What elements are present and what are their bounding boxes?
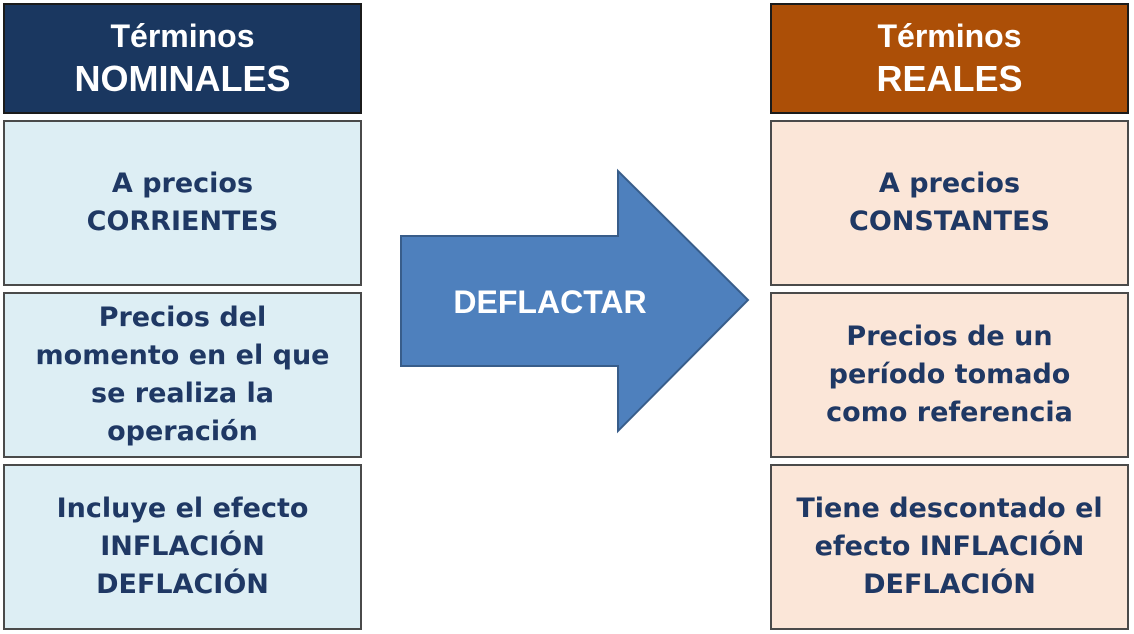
arrow-shape xyxy=(400,168,750,434)
nominal-header-title: Términos xyxy=(110,17,255,54)
real-cell-effect-line: efecto INFLACIÓN xyxy=(814,531,1085,562)
real-cell-effect-line: DEFLACIÓN xyxy=(863,569,1036,600)
real-cell-prices-line: CONSTANTES xyxy=(849,206,1050,237)
real-header-title: Términos xyxy=(877,17,1022,54)
nominal-cell-prices-line: CORRIENTES xyxy=(86,206,279,237)
nominal-cell-effect: Incluye el efecto INFLACIÓN DEFLACIÓN xyxy=(3,464,362,630)
nominal-cell-moment-line: Precios del xyxy=(98,302,267,333)
real-header: Términos REALES xyxy=(770,3,1129,114)
nominal-header-subtitle: NOMINALES xyxy=(74,57,291,99)
real-cell-prices-line: A precios xyxy=(878,168,1021,199)
nominal-cell-effect-line: DEFLACIÓN xyxy=(96,569,269,600)
real-cell-prices: A precios CONSTANTES xyxy=(770,120,1129,286)
nominal-cell-prices-line: A precios xyxy=(111,168,254,199)
nominal-cell-prices: A precios CORRIENTES xyxy=(3,120,362,286)
nominal-cell-moment: Precios del momento en el que se realiza… xyxy=(3,292,362,458)
nominal-cell-moment-line: se realiza la xyxy=(91,378,274,409)
real-cell-period-line: período tomado xyxy=(828,359,1071,390)
nominal-header: Términos NOMINALES xyxy=(3,3,362,114)
real-cell-period: Precios de un período tomado como refere… xyxy=(770,292,1129,458)
arrow-label: DEFLACTAR xyxy=(453,284,647,320)
real-cell-period-line: como referencia xyxy=(826,397,1073,428)
real-cell-period-line: Precios de un xyxy=(846,321,1053,352)
nominal-cell-moment-line: operación xyxy=(107,416,258,447)
real-cell-effect: Tiene descontado el efecto INFLACIÓN DEF… xyxy=(770,464,1129,630)
real-header-subtitle: REALES xyxy=(876,57,1023,99)
nominal-cell-effect-line: Incluye el efecto xyxy=(56,493,309,524)
real-cell-effect-line: Tiene descontado el xyxy=(796,493,1103,524)
nominal-cell-effect-line: INFLACIÓN xyxy=(100,531,265,562)
nominal-cell-moment-line: momento en el que xyxy=(35,340,330,371)
